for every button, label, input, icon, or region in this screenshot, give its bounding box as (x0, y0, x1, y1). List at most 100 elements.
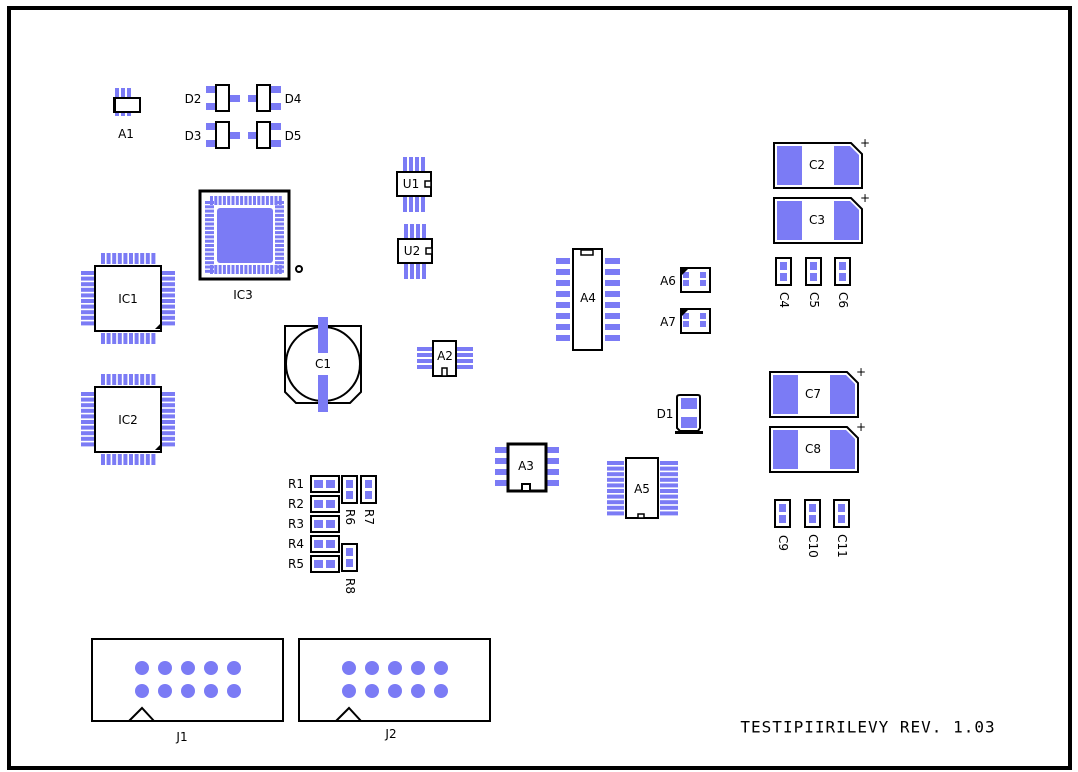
pad (270, 86, 281, 93)
pad (205, 201, 214, 204)
component-J2[interactable]: J2 (298, 638, 491, 741)
pad (270, 123, 281, 130)
component-C3[interactable]: C3+ (773, 191, 870, 244)
component-A7[interactable]: A7 (660, 308, 711, 334)
component-D4[interactable]: D4 (248, 84, 301, 112)
pad (235, 196, 239, 205)
pad (404, 263, 408, 279)
pad (839, 262, 846, 270)
ref-label: J1 (175, 730, 187, 744)
pad (162, 408, 175, 413)
component-D2[interactable]: D2 (185, 84, 240, 112)
component-U1[interactable]: U1 (396, 157, 432, 212)
pad (205, 252, 214, 256)
pad (274, 196, 278, 205)
pad (106, 454, 111, 465)
pad (495, 458, 507, 464)
pad (314, 500, 323, 508)
component-body (775, 257, 792, 286)
ref-label: C3 (809, 213, 825, 227)
pad (404, 224, 408, 239)
component-C2[interactable]: C2+ (773, 136, 870, 189)
component-C7[interactable]: C7+ (769, 365, 866, 418)
pad (605, 324, 620, 330)
component-R8[interactable]: R8 (341, 543, 358, 594)
pad (81, 321, 94, 326)
pin-pad (434, 684, 448, 698)
pad (365, 480, 372, 488)
pad (257, 196, 261, 205)
component-R2[interactable]: R2 (288, 495, 340, 513)
pad (410, 224, 414, 239)
component-R1[interactable]: R1 (288, 475, 340, 493)
pad (346, 491, 353, 499)
component-A6[interactable]: A6 (660, 267, 711, 293)
pad (607, 472, 624, 477)
pad (318, 375, 328, 412)
ref-label: C10 (806, 534, 820, 558)
component-A5[interactable]: A5 (607, 457, 678, 519)
pad (421, 196, 425, 212)
component-IC2[interactable]: IC2 (81, 374, 175, 465)
pad (700, 313, 706, 319)
component-J1[interactable]: J1 (91, 638, 284, 744)
component-IC3[interactable]: IC3 (198, 189, 303, 302)
pad (206, 140, 217, 147)
component-C9[interactable]: C9 (774, 499, 791, 551)
ref-label: C8 (805, 442, 821, 456)
pad (607, 477, 624, 482)
pin-pad (227, 684, 241, 698)
component-A4[interactable]: A4 (556, 248, 620, 351)
pad (162, 321, 175, 326)
component-R5[interactable]: R5 (288, 555, 340, 573)
pad (417, 353, 432, 357)
pad (81, 420, 94, 424)
ref-label: J2 (384, 727, 396, 741)
pad (81, 287, 94, 292)
pad (205, 222, 214, 226)
component-A3[interactable]: A3 (495, 442, 559, 493)
component-C11[interactable]: C11 (833, 499, 850, 558)
component-R6[interactable]: R6 (341, 475, 358, 525)
component-C8[interactable]: C8+ (769, 420, 866, 473)
pad (210, 196, 213, 205)
component-R3[interactable]: R3 (288, 515, 340, 533)
pad (227, 265, 231, 274)
pad (101, 454, 105, 465)
component-C6[interactable]: C6 (834, 257, 851, 308)
component-U2[interactable]: U2 (397, 224, 433, 279)
component-C4[interactable]: C4 (775, 257, 792, 308)
pin1-marker (682, 310, 688, 316)
pad (834, 146, 859, 185)
pad (270, 265, 274, 274)
pad (81, 442, 94, 447)
pad (205, 265, 214, 269)
pad (607, 505, 624, 510)
pad (556, 269, 570, 275)
component-C1[interactable]: C1 (284, 317, 362, 412)
pad (81, 293, 94, 298)
pad (265, 265, 269, 274)
component-R4[interactable]: R4 (288, 535, 340, 553)
pad (365, 491, 372, 499)
component-R7[interactable]: R7 (360, 475, 377, 525)
pad (162, 431, 175, 436)
component-C5[interactable]: C5 (805, 257, 822, 308)
component-A1[interactable]: A1 (113, 88, 141, 141)
pad (314, 560, 323, 568)
notch (580, 249, 594, 256)
component-A2[interactable]: A2 (417, 340, 473, 377)
component-D5[interactable]: D5 (248, 121, 301, 149)
ref-label: R7 (362, 509, 376, 525)
component-C10[interactable]: C10 (804, 499, 821, 558)
polarity-plus: + (856, 365, 866, 379)
pad (547, 480, 559, 486)
pad (773, 375, 798, 414)
pad (275, 248, 284, 252)
pad (607, 466, 624, 471)
component-IC1[interactable]: IC1 (81, 253, 175, 344)
pad (275, 235, 284, 239)
component-D3[interactable]: D3 (185, 121, 240, 149)
component-D1[interactable]: D1 (657, 394, 703, 434)
pad (240, 265, 244, 274)
